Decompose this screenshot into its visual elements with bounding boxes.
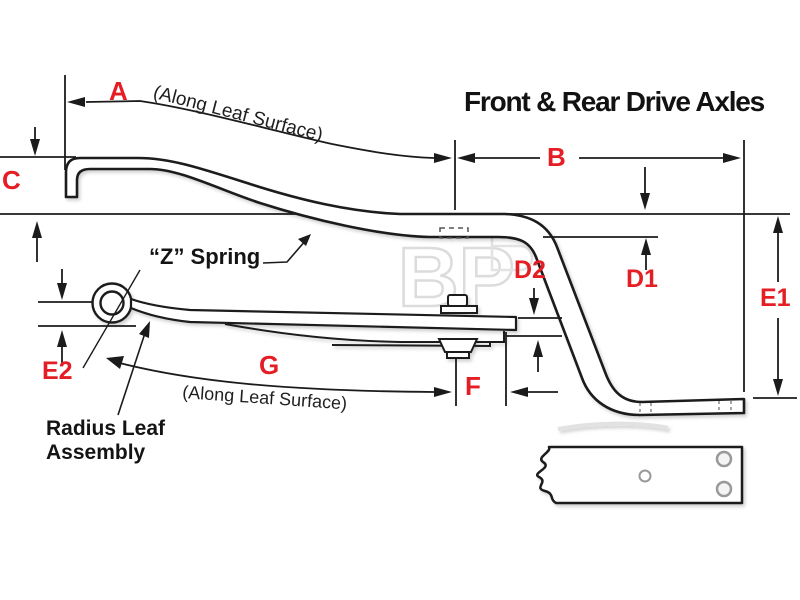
hidden-center-bolt-outline <box>439 227 469 239</box>
dim-label-d2: D2 <box>514 256 546 284</box>
page-title: Front & Rear Drive Axles <box>464 86 765 117</box>
dim-a-lines <box>64 75 452 170</box>
radius-leaf-leader <box>117 321 150 416</box>
dim-c-lines <box>30 127 42 262</box>
end-plate-drawing <box>536 421 744 505</box>
dim-d2-lines <box>506 288 562 372</box>
plate-hole-center <box>638 469 652 483</box>
plate-shadow-arc <box>557 421 669 431</box>
dim-label-c: C <box>2 165 21 195</box>
dim-label-d1: D1 <box>626 265 658 293</box>
plate-hole-top-right <box>715 450 733 468</box>
dim-label-f: F <box>465 371 481 401</box>
plate-hole-bottom-right <box>715 480 733 498</box>
center-bolt-nut-lower <box>446 351 470 359</box>
radius-leaf-assembly-line1: Radius Leaf <box>46 417 166 440</box>
dimension-lines <box>30 75 797 416</box>
eye-centerline <box>82 269 141 369</box>
dim-b-lines <box>454 140 745 392</box>
dim-label-a: A <box>109 76 128 106</box>
dim-e1-lines <box>753 216 797 399</box>
main-leaf <box>129 297 518 332</box>
dim-label-g: G <box>259 350 280 380</box>
dim-e2-lines <box>38 269 136 364</box>
dim-g-lines <box>106 356 452 397</box>
dim-f-lines <box>455 332 558 406</box>
radius-leaf-drawing <box>91 282 518 359</box>
z-spring-body <box>64 156 746 417</box>
dim-label-e1: E1 <box>760 284 791 312</box>
dim-label-e2: E2 <box>42 357 73 385</box>
z-spring-label: “Z” Spring <box>149 244 261 269</box>
radius-leaf-assembly-line2: Assembly <box>46 441 146 465</box>
dim-d1-lines <box>543 167 658 270</box>
radius-leaf-assembly-label: Radius Leaf Assembly <box>46 417 165 465</box>
dim-label-b: B <box>547 142 566 172</box>
center-bolt-nut <box>437 338 479 353</box>
z-spring-drawing <box>64 156 746 417</box>
center-bolt-washer <box>440 305 478 314</box>
second-leaf <box>224 323 505 343</box>
z-spring-leader <box>262 234 311 264</box>
spring-end-hole-centerlines <box>639 401 732 414</box>
center-bolt-head <box>447 294 468 307</box>
third-leaf <box>331 342 491 348</box>
